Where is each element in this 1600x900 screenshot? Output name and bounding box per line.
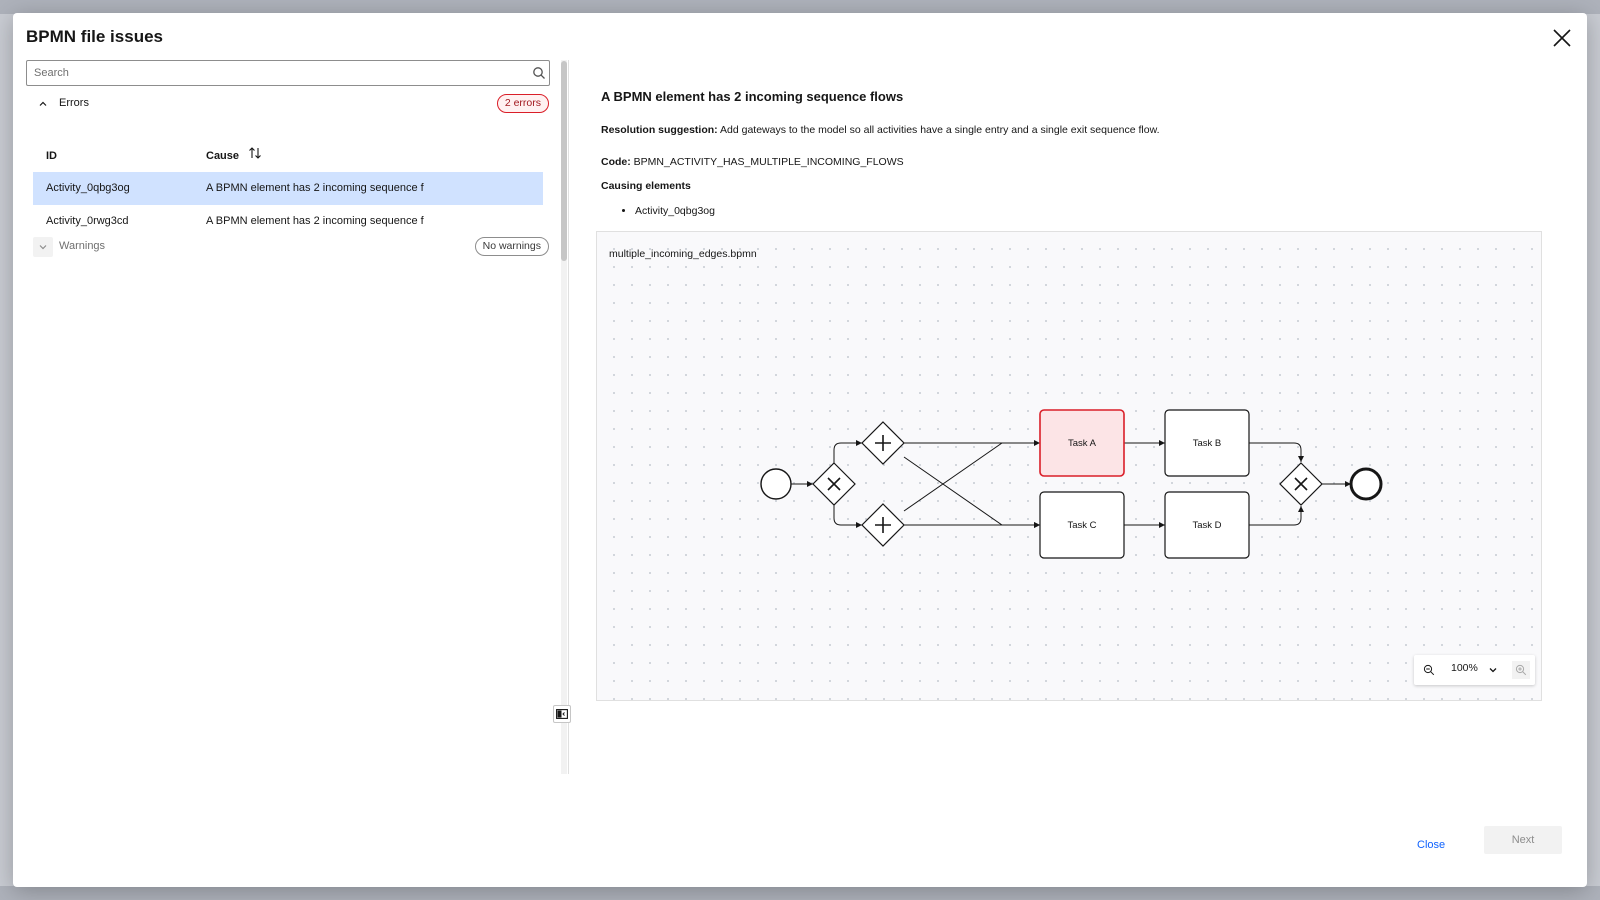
bpmn-canvas[interactable]: multiple_incoming_edges.bpmn (596, 231, 1542, 701)
panel-toggle-button[interactable] (553, 705, 571, 723)
causing-element-item[interactable]: Activity_0qbg3og (635, 205, 715, 217)
code-label: Code: (601, 156, 631, 168)
sequence-flow (903, 456, 1040, 528)
task-b-label: Task B (1193, 438, 1222, 449)
warnings-section-header[interactable]: Warnings No warnings (33, 237, 549, 259)
task-d (1164, 491, 1250, 559)
row-id: Activity_0qbg3og (46, 182, 130, 194)
errors-section-header[interactable]: Errors 2 errors (33, 94, 549, 116)
left-panel-scrollbar-thumb[interactable] (561, 61, 567, 261)
row-cause: A BPMN element has 2 incoming sequence f (206, 182, 424, 194)
zoom-level: 100% (1451, 662, 1478, 674)
exclusive-gateway-join (1279, 462, 1323, 506)
search-icon[interactable] (532, 66, 546, 80)
panel-divider (568, 60, 569, 774)
warnings-label: Warnings (59, 240, 106, 252)
left-panel-scrollbar-track[interactable] (561, 60, 567, 774)
task-d-label: Task D (1192, 520, 1221, 531)
resolution-label: Resolution suggestion: (601, 124, 718, 136)
zoom-in-icon[interactable] (1512, 661, 1530, 679)
start-event (760, 468, 792, 500)
next-button[interactable]: Next (1484, 826, 1562, 854)
search-input[interactable] (27, 61, 517, 85)
causing-elements-list: Activity_0qbg3og (621, 205, 715, 217)
sequence-flow (833, 440, 862, 463)
warnings-count-badge: No warnings (474, 237, 549, 256)
column-header-id: ID (46, 150, 57, 162)
search-field (26, 60, 550, 86)
code-value: BPMN_ACTIVITY_HAS_MULTIPLE_INCOMING_FLOW… (633, 156, 904, 168)
sort-icon[interactable] (248, 140, 262, 172)
chevron-up-icon[interactable] (33, 94, 53, 114)
parallel-gateway-top (861, 421, 905, 465)
causing-elements-label: Causing elements (601, 180, 691, 192)
zoom-out-icon[interactable] (1420, 661, 1438, 679)
sequence-flow (1249, 442, 1304, 462)
sequence-flow (1249, 506, 1304, 526)
column-header-cause-label: Cause (206, 150, 240, 162)
errors-label: Errors (59, 97, 89, 109)
row-id: Activity_0rwg3cd (46, 215, 129, 227)
task-a (1039, 409, 1125, 477)
row-cause: A BPMN element has 2 incoming sequence f (206, 215, 424, 227)
task-c-label: Task C (1067, 520, 1096, 531)
issues-modal: BPMN file issues Errors 2 errors ID Caus… (13, 13, 1587, 887)
end-event (1349, 467, 1383, 501)
column-header-cause[interactable]: Cause (206, 140, 262, 172)
resolution-suggestion: Resolution suggestion: Add gateways to t… (601, 124, 1160, 136)
sequence-flow (833, 505, 862, 528)
issue-code: Code: BPMN_ACTIVITY_HAS_MULTIPLE_INCOMIN… (601, 156, 904, 168)
table-row[interactable]: Activity_0qbg3og A BPMN element has 2 in… (33, 172, 543, 205)
task-c (1039, 491, 1125, 559)
task-a-label: Task A (1068, 438, 1097, 449)
side-panel-icon (556, 709, 568, 719)
close-icon[interactable] (1551, 27, 1573, 49)
task-b (1164, 409, 1250, 477)
parallel-gateway-bottom (861, 503, 905, 547)
exclusive-gateway-split (812, 462, 856, 506)
chevron-down-icon[interactable] (33, 237, 53, 257)
background-app-bar (0, 0, 1600, 14)
issue-title: A BPMN element has 2 incoming sequence f… (601, 89, 904, 104)
errors-count-badge: 2 errors (496, 94, 549, 113)
chevron-down-icon[interactable] (1484, 661, 1502, 679)
canvas-file-name: multiple_incoming_edges.bpmn (609, 248, 757, 260)
bpmn-diagram: Task A Task B Task C Task D (760, 409, 1383, 559)
table-row[interactable]: Activity_0rwg3cd A BPMN element has 2 in… (33, 205, 543, 238)
close-button[interactable]: Close (1417, 839, 1446, 851)
sequence-flow (903, 442, 1003, 512)
zoom-controls: 100% (1414, 655, 1535, 685)
background-footer (0, 886, 1600, 900)
resolution-text: Add gateways to the model so all activit… (720, 124, 1160, 136)
modal-title: BPMN file issues (26, 27, 163, 46)
